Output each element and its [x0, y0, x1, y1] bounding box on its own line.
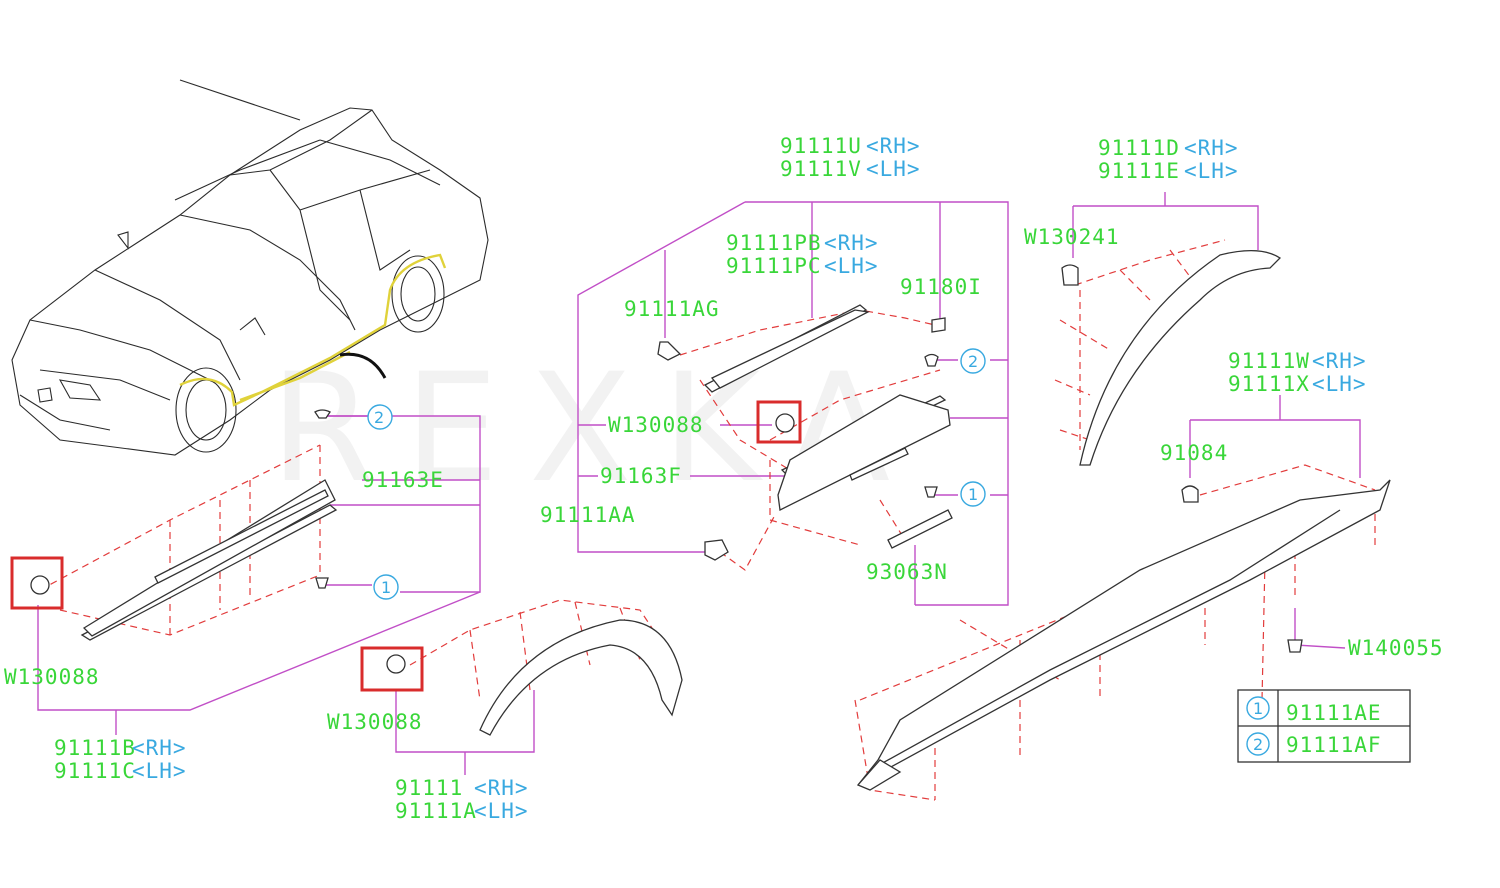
rear-door-molding-group: [577, 201, 1009, 606]
svg-text:<LH>: <LH>: [132, 759, 187, 783]
label-91111-rh: 91111 <RH>: [395, 776, 529, 800]
legend-row: 2 91111AF: [1246, 732, 1382, 757]
label-91111w-rh: 91111W <RH>: [1228, 349, 1367, 373]
callout-1-center: 1: [960, 481, 986, 507]
label-93063n: 93063N: [866, 560, 948, 584]
svg-text:91111: 91111: [395, 776, 463, 800]
label-91111e-lh: 91111E <LH>: [1098, 159, 1239, 183]
label-91180i: 91180I: [900, 275, 982, 299]
svg-text:91111E: 91111E: [1098, 159, 1180, 183]
vehicle-illustration: [11, 79, 489, 456]
rear-wheel-arch-group: [1054, 192, 1282, 466]
svg-text:<LH>: <LH>: [474, 799, 529, 823]
arrow-icon: [339, 352, 387, 379]
legend-table: 1 91111AE 2 91111AF: [1237, 689, 1411, 763]
label-w140055: W140055: [1348, 636, 1444, 660]
label-91111d-rh: 91111D <RH>: [1098, 136, 1239, 160]
svg-text:91111W: 91111W: [1228, 349, 1310, 373]
highlight-box-left: [10, 556, 64, 610]
label-w130088-left: W130088: [4, 665, 100, 689]
label-91111pb-rh: 91111PB <RH>: [726, 231, 879, 255]
svg-text:91111B: 91111B: [54, 736, 136, 760]
svg-text:<LH>: <LH>: [866, 157, 921, 181]
label-91163f: 91163F: [600, 464, 682, 488]
svg-text:<RH>: <RH>: [1312, 349, 1367, 373]
svg-text:91111D: 91111D: [1098, 136, 1180, 160]
svg-text:2: 2: [968, 352, 978, 371]
label-91111u-rh: 91111U <RH>: [780, 134, 921, 158]
svg-text:91111C: 91111C: [54, 759, 136, 783]
legend-row: 1 91111AE: [1246, 696, 1382, 725]
svg-text:91111AE: 91111AE: [1286, 701, 1382, 725]
svg-text:91111PB: 91111PB: [726, 231, 822, 255]
svg-text:<RH>: <RH>: [132, 736, 187, 760]
callout-2-center: 2: [960, 348, 986, 374]
svg-text:<LH>: <LH>: [1312, 372, 1367, 396]
svg-text:<LH>: <LH>: [824, 254, 879, 278]
svg-text:91111V: 91111V: [780, 157, 862, 181]
svg-text:91111U: 91111U: [780, 134, 862, 158]
svg-text:<LH>: <LH>: [1184, 159, 1239, 183]
label-w130088-bottom: W130088: [327, 710, 423, 734]
label-91111pc-lh: 91111PC <LH>: [726, 254, 879, 278]
svg-text:91111AF: 91111AF: [1286, 733, 1382, 757]
label-91111aa: 91111AA: [540, 503, 636, 527]
svg-text:91111PC: 91111PC: [726, 254, 822, 278]
svg-text:2: 2: [374, 408, 384, 427]
label-91111c-lh: 91111C <LH>: [54, 759, 187, 783]
label-91163e: 91163E: [362, 468, 444, 492]
svg-text:91111A: 91111A: [395, 799, 477, 823]
label-91084: 91084: [1160, 441, 1228, 465]
label-w130241: W130241: [1024, 225, 1120, 249]
svg-text:2: 2: [1253, 735, 1263, 754]
label-91111v-lh: 91111V <LH>: [780, 157, 921, 181]
highlight-box-bottom: [360, 646, 424, 692]
front-door-cladding-group: [10, 409, 481, 735]
svg-text:<RH>: <RH>: [866, 134, 921, 158]
label-91111ag: 91111AG: [624, 297, 720, 321]
callout-1-left: 1: [373, 574, 399, 600]
svg-text:91111X: 91111X: [1228, 372, 1310, 396]
svg-text:<RH>: <RH>: [824, 231, 879, 255]
callout-2-left: 2: [367, 404, 393, 430]
label-91111x-lh: 91111X <LH>: [1228, 372, 1367, 396]
label-91111b-rh: 91111B <RH>: [54, 736, 187, 760]
svg-text:<RH>: <RH>: [474, 776, 529, 800]
front-wheel-arch-group: [360, 599, 683, 775]
label-91111a-lh: 91111A <LH>: [395, 799, 529, 823]
highlight-box-center: [756, 400, 802, 444]
svg-text:1: 1: [968, 485, 978, 504]
svg-text:1: 1: [1253, 699, 1263, 718]
svg-text:<RH>: <RH>: [1184, 136, 1239, 160]
side-sill-group: [854, 395, 1391, 801]
label-w130088-center: W130088: [608, 413, 704, 437]
svg-text:1: 1: [381, 578, 391, 597]
